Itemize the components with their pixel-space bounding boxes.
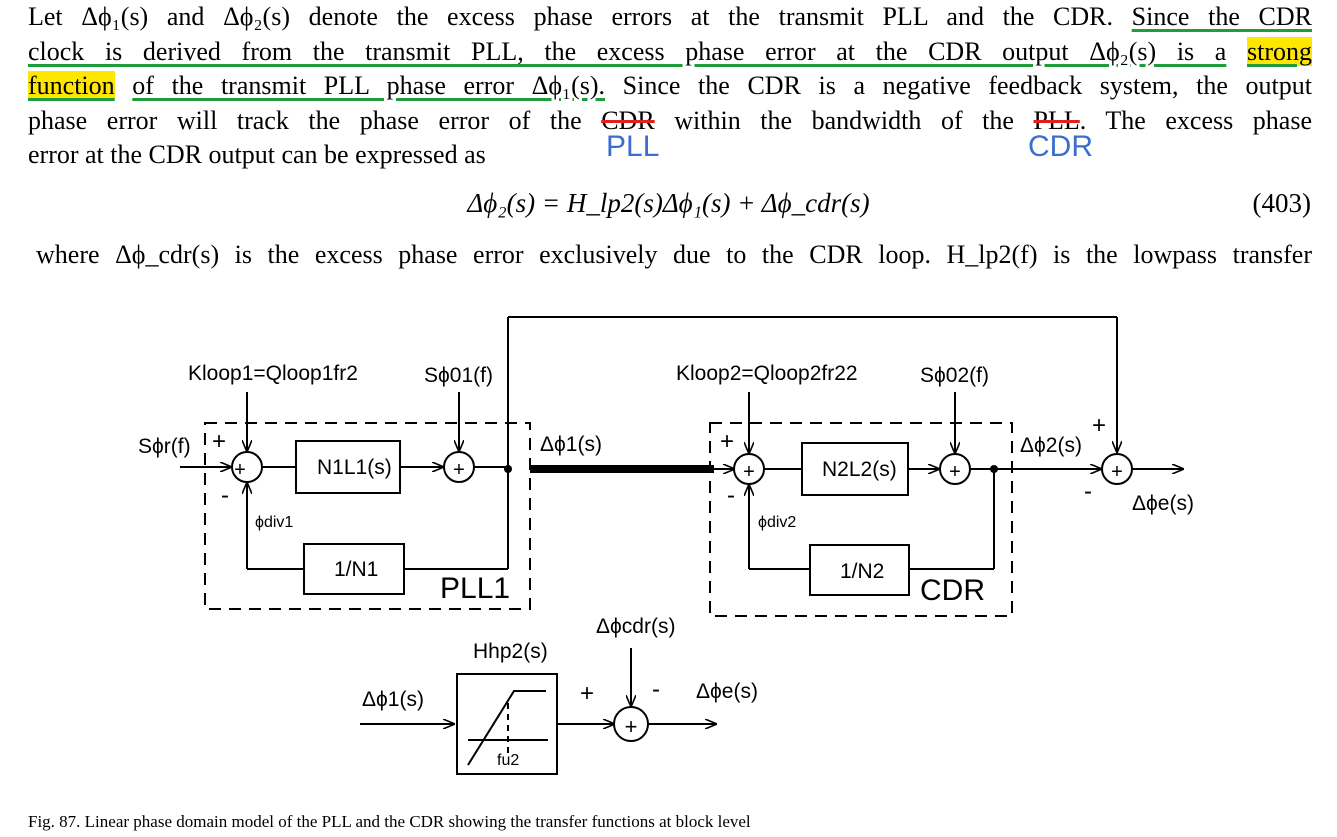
plus-summer4: + [949, 461, 961, 483]
annotation-fix-pll: PLL [606, 130, 660, 163]
para-line-4-a: phase error will track the phase error o… [28, 105, 582, 135]
para-line-4-c: . The excess phase [1079, 105, 1312, 135]
para-line-4-b: within the bandwidth of the [674, 105, 1014, 135]
para-line-3-tail: Since the CDR is a negative feedback sys… [622, 71, 1312, 100]
para-line-4: phase error will track the phase error o… [28, 104, 1312, 139]
para-line-3: function of the transmit PLL phase error… [28, 69, 1312, 104]
equation-403: Δϕ₂(s) = H_lp2(s)Δϕ₁(s) + Δϕ_cdr(s) [0, 188, 1337, 219]
equation-number: (403) [1252, 188, 1311, 218]
cdr-dashed-boundary [709, 422, 1013, 617]
block-div1 [303, 543, 405, 595]
equation-text: Δϕ₂(s) = H_lp2(s)Δϕ₁(s) + Δϕ_cdr(s) [467, 188, 870, 218]
plus-summer2: + [453, 459, 465, 481]
plus-summer6: + [625, 714, 638, 739]
para-line-1-text: Let Δϕ₁(s) and Δϕ₂(s) denote the excess … [28, 2, 1113, 31]
plus-summer5: + [1111, 461, 1123, 483]
underlined-phrase-1: Since the CDR [1131, 2, 1312, 31]
where-line: where Δϕ_cdr(s) is the excess phase erro… [36, 240, 1312, 269]
block-n2l2 [801, 442, 909, 496]
highlighted-word-function: function [28, 71, 115, 100]
underlined-phrase-2: clock is derived from the transmit PLL, … [28, 36, 1227, 66]
block-div2 [809, 544, 910, 596]
pll1-dashed-boundary [204, 422, 531, 610]
annotation-fix-cdr: CDR [1028, 130, 1093, 163]
highlighted-word-strong: strong [1247, 36, 1313, 66]
para-line-1: Let Δϕ₁(s) and Δϕ₂(s) denote the excess … [28, 0, 1312, 35]
figure-caption: Fig. 87. Linear phase domain model of th… [28, 812, 751, 831]
block-n1l1 [295, 440, 401, 494]
struck-word-pll: PLL [1033, 105, 1080, 135]
para-line-5-text: error at the CDR output can be expressed… [28, 140, 486, 169]
para-line-2: clock is derived from the transmit PLL, … [28, 35, 1313, 70]
body-paragraph: Let Δϕ₁(s) and Δϕ₂(s) denote the excess … [28, 0, 1313, 173]
plus-summer1: + [234, 459, 246, 481]
struck-word-cdr: CDR [601, 105, 655, 135]
plus-summer3: + [743, 461, 755, 483]
para-line-5: error at the CDR output can be expressed… [28, 138, 1312, 173]
underlined-phrase-3: of the transmit PLL phase error Δϕ₁(s). [132, 71, 606, 100]
